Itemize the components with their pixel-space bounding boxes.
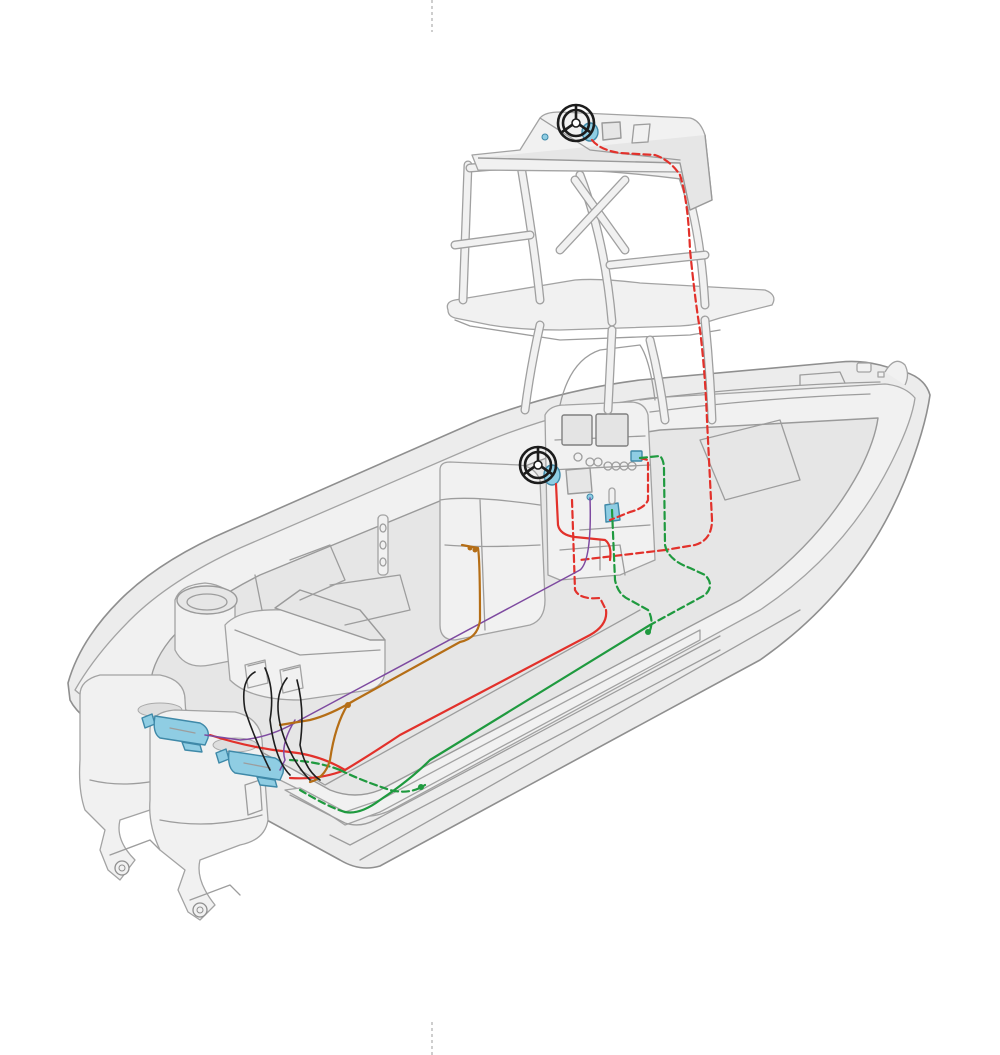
bow-cleat bbox=[856, 362, 872, 373]
green-splice-2 bbox=[418, 784, 424, 790]
orange-fitting bbox=[467, 545, 473, 551]
starboard-engine bbox=[149, 709, 269, 921]
throttle-control bbox=[565, 467, 593, 495]
upper-steering-wheel bbox=[556, 103, 599, 143]
console-gauges bbox=[573, 452, 637, 471]
wiring-red bbox=[208, 138, 714, 780]
control-module bbox=[630, 450, 643, 462]
port-propeller bbox=[114, 860, 130, 876]
port-steering-actuator bbox=[141, 713, 210, 753]
wiring-black bbox=[242, 667, 321, 781]
lower-steering-wheel bbox=[518, 445, 561, 486]
starboard-steering-actuator bbox=[215, 748, 285, 788]
t-top-tower bbox=[446, 103, 775, 425]
rod-holders bbox=[377, 514, 389, 576]
upper-knob bbox=[541, 133, 549, 141]
starboard-propeller bbox=[192, 902, 208, 918]
upper-throttle bbox=[601, 121, 622, 141]
console-display-left bbox=[561, 414, 593, 446]
upper-display bbox=[631, 123, 651, 144]
wiring-purple bbox=[204, 497, 592, 771]
green-splice-1 bbox=[645, 629, 651, 635]
bow-light bbox=[877, 371, 885, 378]
console-display-right bbox=[595, 413, 629, 447]
